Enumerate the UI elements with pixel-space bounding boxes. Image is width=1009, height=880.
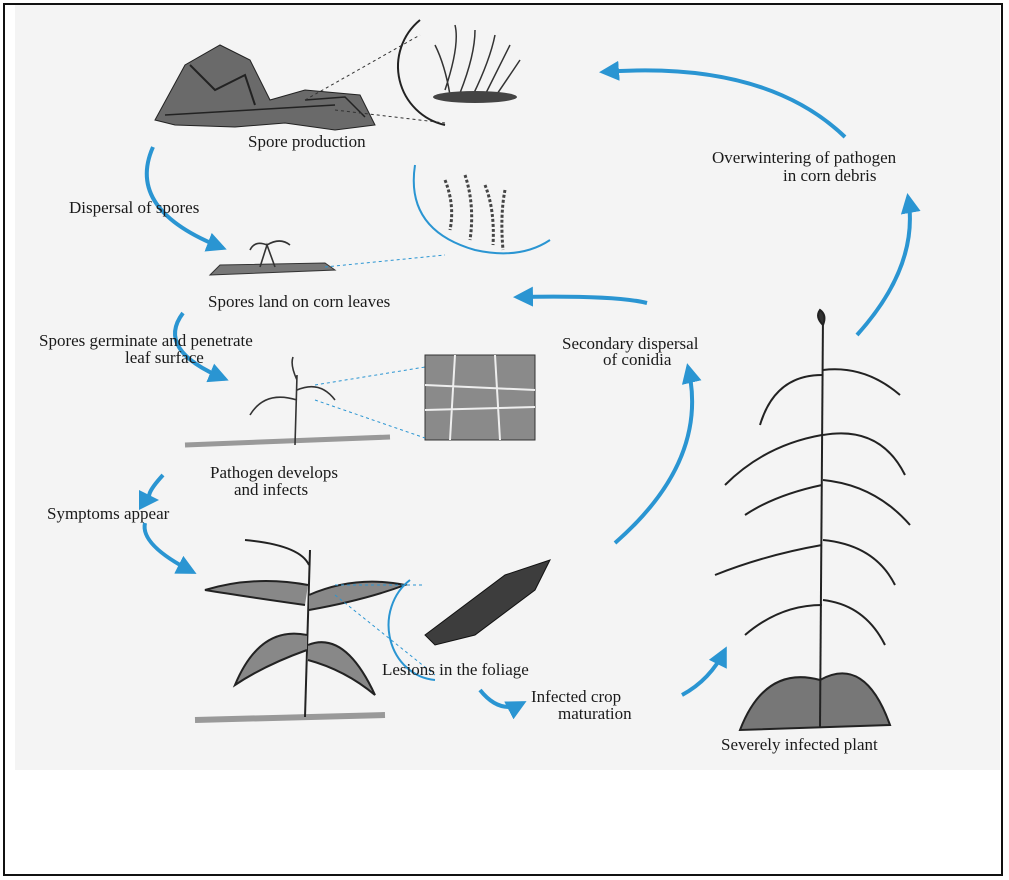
label-overwintering-2: in corn debris: [783, 167, 876, 185]
tissue-inset: [425, 355, 535, 440]
label-spore-production: Spore production: [248, 133, 366, 151]
label-overwintering-1: Overwintering of pathogen: [712, 149, 896, 167]
label-severely-infected: Severely infected plant: [721, 736, 878, 754]
label-maturation-2: maturation: [558, 705, 632, 723]
label-lesions: Lesions in the foliage: [382, 661, 529, 679]
label-spores-land: Spores land on corn leaves: [208, 293, 390, 311]
label-secondary-2: of conidia: [603, 351, 671, 369]
label-pathogen-2: and infects: [234, 481, 308, 499]
label-germinate-2: leaf surface: [125, 349, 204, 367]
label-dispersal-of-spores: Dispersal of spores: [69, 199, 199, 217]
label-symptoms: Symptoms appear: [47, 505, 169, 523]
diagram-frame: Spore production Dispersal of spores Spo…: [3, 3, 1003, 876]
